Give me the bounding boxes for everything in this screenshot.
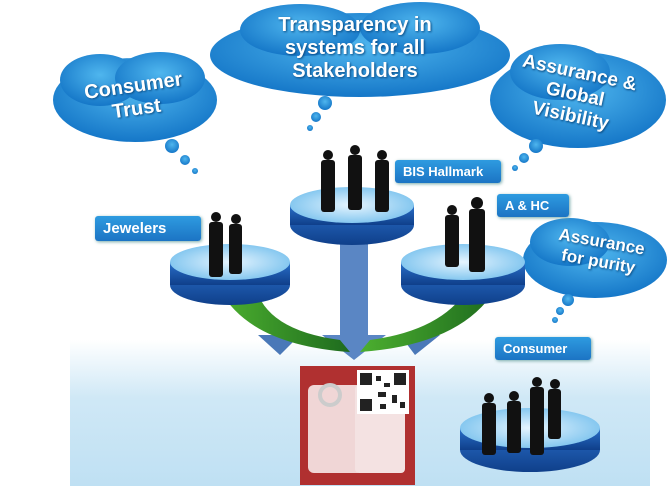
label-consumer: Consumer (495, 337, 591, 360)
cloud-assurance-global (490, 44, 666, 171)
cloud-consumer-trust (53, 52, 217, 174)
people-silhouettes (209, 145, 561, 455)
platform-ahc (401, 244, 525, 305)
label-jewelers: Jewelers (95, 216, 201, 241)
cloud-assurance-purity (523, 218, 667, 323)
label-a-hc: A & HC (497, 194, 569, 217)
label-bis-hallmark: BIS Hallmark (395, 160, 501, 183)
hallmark-product-image (300, 366, 415, 485)
cloud-transparency (210, 2, 510, 131)
qr-code-icon (357, 370, 409, 414)
cloud-transparency-text: Transparency in systems for all Stakehol… (278, 14, 432, 82)
